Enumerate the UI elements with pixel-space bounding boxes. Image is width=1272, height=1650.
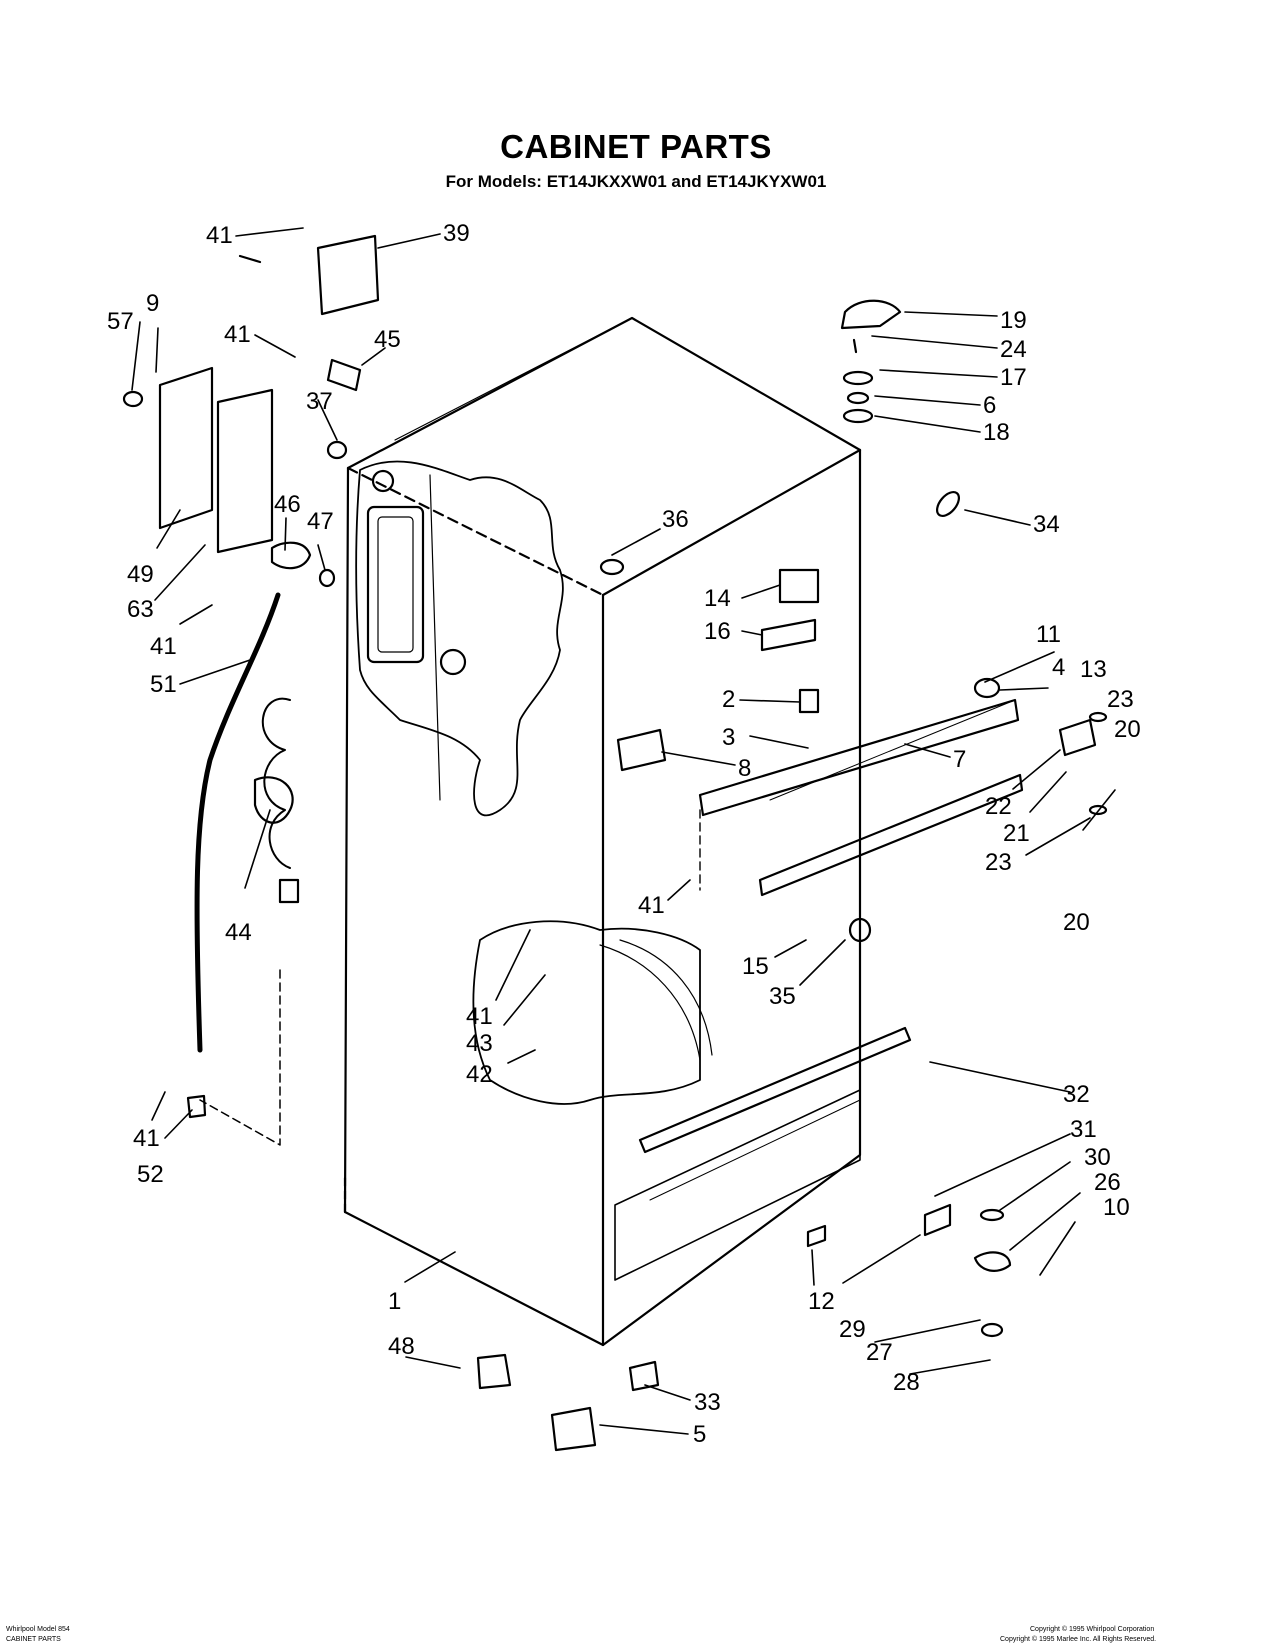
callout-42: 42 bbox=[466, 1061, 493, 1088]
bottom-tray bbox=[614, 1026, 912, 1281]
callout-41: 41 bbox=[224, 321, 251, 348]
callout-3: 3 bbox=[722, 724, 736, 751]
callout-52: 52 bbox=[137, 1161, 164, 1188]
callout-43: 43 bbox=[466, 1030, 493, 1057]
callout-16: 16 bbox=[704, 618, 731, 645]
callout-30: 30 bbox=[1084, 1144, 1111, 1171]
callout-23: 23 bbox=[985, 849, 1012, 876]
callout-47: 47 bbox=[307, 508, 334, 535]
callout-20: 20 bbox=[1063, 909, 1090, 936]
callout-23: 23 bbox=[1107, 686, 1134, 713]
callout-4: 4 bbox=[1052, 654, 1066, 681]
footer-left-line1: Whirlpool Model 854 bbox=[6, 1626, 70, 1633]
page-title: CABINET PARTS bbox=[500, 128, 772, 165]
model-subtitle: For Models: ET14JKXXW01 and ET14JKYXW01 bbox=[445, 172, 827, 191]
footer-left-line2: CABINET PARTS bbox=[6, 1636, 61, 1643]
callout-41: 41 bbox=[206, 222, 233, 249]
callout-13: 13 bbox=[1080, 656, 1107, 683]
callout-10: 10 bbox=[1103, 1194, 1130, 1221]
callout-7: 7 bbox=[953, 746, 967, 773]
bottom-parts bbox=[199, 969, 1012, 1452]
callout-5: 5 bbox=[693, 1421, 707, 1448]
callout-44: 44 bbox=[225, 919, 252, 946]
callout-63: 63 bbox=[127, 596, 154, 623]
callout-39: 39 bbox=[443, 220, 470, 247]
callout-27: 27 bbox=[866, 1339, 893, 1366]
cabinet-cutaway bbox=[355, 460, 564, 817]
callout-8: 8 bbox=[738, 755, 752, 782]
callout-41: 41 bbox=[466, 1003, 493, 1030]
callout-51: 51 bbox=[150, 671, 177, 698]
callout-36: 36 bbox=[662, 506, 689, 533]
callout-46: 46 bbox=[274, 491, 301, 518]
callout-1: 1 bbox=[388, 1288, 402, 1315]
footer-right-line1: Copyright © 1995 Whirlpool Corporation bbox=[1030, 1626, 1155, 1633]
upper-left-parts bbox=[122, 234, 380, 1119]
callout-24: 24 bbox=[1000, 336, 1027, 363]
callout-32: 32 bbox=[1063, 1081, 1090, 1108]
callout-17: 17 bbox=[1000, 364, 1027, 391]
callout-2: 2 bbox=[722, 686, 736, 713]
callout-15: 15 bbox=[742, 953, 769, 980]
callout-48: 48 bbox=[388, 1333, 415, 1360]
hinge-rail bbox=[698, 698, 1024, 897]
callout-41: 41 bbox=[150, 633, 177, 660]
callout-41: 41 bbox=[133, 1125, 160, 1152]
callout-21: 21 bbox=[1003, 820, 1030, 847]
callout-45: 45 bbox=[374, 326, 401, 353]
callout-33: 33 bbox=[694, 1389, 721, 1416]
callout-6: 6 bbox=[983, 392, 997, 419]
callout-18: 18 bbox=[983, 419, 1010, 446]
top-hinge-parts bbox=[840, 299, 960, 517]
callout-49: 49 bbox=[127, 561, 154, 588]
footer-right-line2: Copyright © 1995 Marlee Inc. All Rights … bbox=[1000, 1636, 1157, 1643]
callout-9: 9 bbox=[146, 290, 160, 317]
callout-57: 57 bbox=[107, 308, 134, 335]
callout-41: 41 bbox=[638, 892, 665, 919]
cabinet-shell bbox=[343, 316, 862, 1347]
callout-22: 22 bbox=[985, 793, 1012, 820]
callout-37: 37 bbox=[306, 388, 333, 415]
callout-12: 12 bbox=[808, 1288, 835, 1315]
callout-35: 35 bbox=[769, 983, 796, 1010]
callout-14: 14 bbox=[704, 585, 731, 612]
callout-19: 19 bbox=[1000, 307, 1027, 334]
callout-11: 11 bbox=[1036, 621, 1061, 648]
front-parts bbox=[599, 558, 1108, 943]
callout-29: 29 bbox=[839, 1316, 866, 1343]
callout-31: 31 bbox=[1070, 1116, 1097, 1143]
callout-34: 34 bbox=[1033, 511, 1060, 538]
leader-lines bbox=[131, 227, 1116, 1435]
callout-28: 28 bbox=[893, 1369, 920, 1396]
lower-cutaway bbox=[472, 920, 713, 1105]
callout-20: 20 bbox=[1114, 716, 1141, 743]
callout-26: 26 bbox=[1094, 1169, 1121, 1196]
